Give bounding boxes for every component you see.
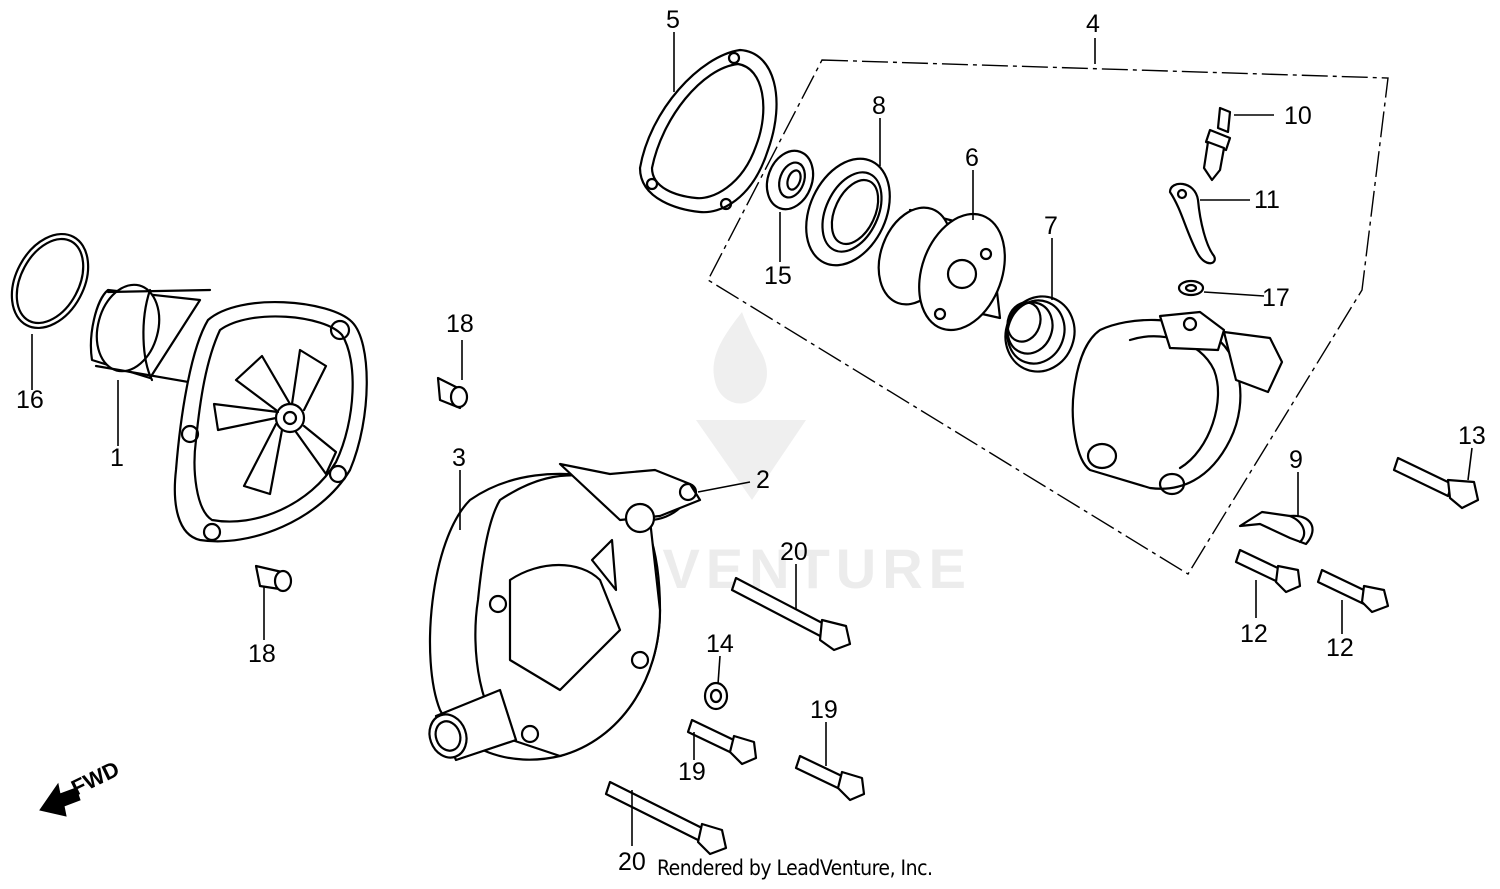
forward-direction-indicator: FWD	[39, 756, 123, 817]
callout-15: 15	[764, 262, 792, 290]
bolt-19-right	[794, 754, 866, 802]
callout-5: 5	[666, 6, 680, 34]
bleed-bolt-10	[1202, 106, 1232, 182]
callout-3: 3	[452, 444, 466, 472]
dowel-pin-18-upper	[436, 376, 469, 410]
callout-9: 9	[1289, 446, 1303, 474]
callout-8: 8	[872, 92, 886, 120]
bolt-12-left	[1234, 548, 1302, 594]
bolt-20-lower	[604, 780, 728, 856]
callout-12-left: 12	[1240, 620, 1268, 648]
callout-14: 14	[706, 630, 734, 658]
callout-numbers: 4 5 8 6 7 10 11 17 15 16 1 18 18 3 2 9 1…	[16, 6, 1486, 876]
watermark-logo	[696, 312, 806, 500]
pump-cover-2	[428, 462, 702, 762]
callout-13: 13	[1458, 422, 1486, 450]
bolt-19-left	[686, 718, 758, 766]
spring-7	[1004, 295, 1076, 373]
callout-7: 7	[1044, 212, 1058, 240]
pump-body-1	[89, 283, 368, 543]
leader-lines	[31, 32, 1473, 846]
hose-clamp-9	[1238, 510, 1314, 546]
callout-1: 1	[110, 444, 124, 472]
callout-16: 16	[16, 386, 44, 414]
callout-19-left: 19	[678, 758, 706, 786]
bolt-12-right	[1316, 568, 1390, 614]
washer-17	[1177, 279, 1205, 297]
oil-seal-8	[805, 157, 891, 267]
bearing-15	[765, 149, 815, 211]
clip-11	[1168, 182, 1216, 265]
assembly-group-outline	[707, 59, 1389, 575]
callout-18-upper: 18	[446, 310, 474, 338]
callout-6: 6	[965, 144, 979, 172]
o-ring-16	[10, 232, 90, 330]
rendered-by-footer: Rendered by LeadVenture, Inc.	[657, 856, 933, 880]
callout-20-lower: 20	[618, 848, 646, 876]
callout-2: 2	[756, 466, 770, 494]
callout-20-upper: 20	[780, 538, 808, 566]
fwd-label: FWD	[67, 756, 123, 800]
callout-18-lower: 18	[248, 640, 276, 668]
callout-17: 17	[1262, 284, 1290, 312]
callout-10: 10	[1284, 102, 1312, 130]
dowel-pin-18-lower	[254, 564, 293, 593]
bearing-holder-6	[877, 206, 1006, 332]
bolt-20-upper	[730, 576, 852, 652]
bolt-13	[1392, 456, 1480, 510]
washer-14	[703, 681, 729, 711]
callout-19-right: 19	[810, 696, 838, 724]
callout-11: 11	[1254, 186, 1280, 214]
cover-gasket-5	[638, 48, 778, 214]
callout-4: 4	[1086, 10, 1100, 38]
callout-12-right: 12	[1326, 634, 1354, 662]
thermostat-housing-4	[1071, 310, 1284, 496]
